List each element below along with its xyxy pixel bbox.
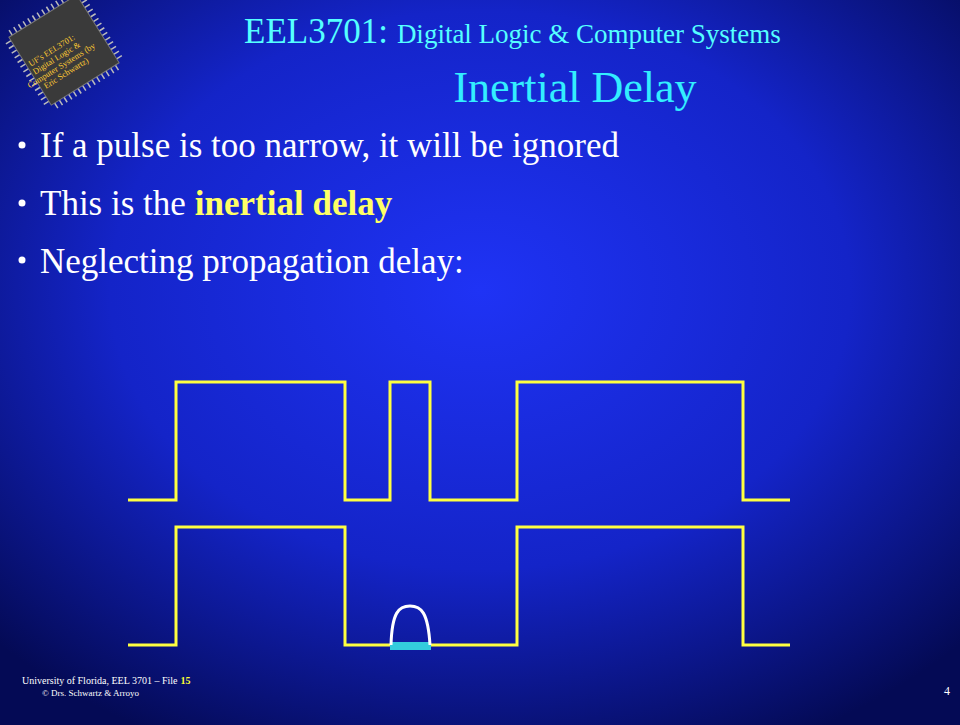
footer-text: University of Florida, EEL 3701 – File	[22, 676, 177, 686]
slide-subtitle: Inertial Delay	[453, 66, 696, 110]
glitch-base	[390, 642, 431, 650]
chip-body	[9, 0, 119, 105]
bullet-dot	[19, 142, 26, 149]
page-number: 4	[944, 685, 950, 697]
bullet-dot	[19, 200, 26, 207]
course-code: EEL3701:	[244, 14, 388, 49]
highlight-term: inertial delay	[195, 186, 392, 221]
output-waveform	[128, 527, 790, 645]
bullet-text: If a pulse is too narrow, it will be ign…	[40, 128, 619, 163]
suppressed-glitch	[391, 606, 430, 645]
input-waveform	[128, 382, 790, 500]
copyright-text: © Drs. Schwartz & Arroyo	[42, 689, 139, 698]
bullet-dots	[19, 142, 26, 264]
bullet-text: Neglecting propagation delay:	[40, 244, 464, 279]
course-name: Digital Logic & Computer Systems	[397, 21, 781, 48]
file-number: 15	[180, 676, 190, 686]
bullet-text: This is the	[40, 186, 186, 221]
bullet-dot	[19, 257, 26, 264]
chip-icon	[1, 0, 128, 113]
